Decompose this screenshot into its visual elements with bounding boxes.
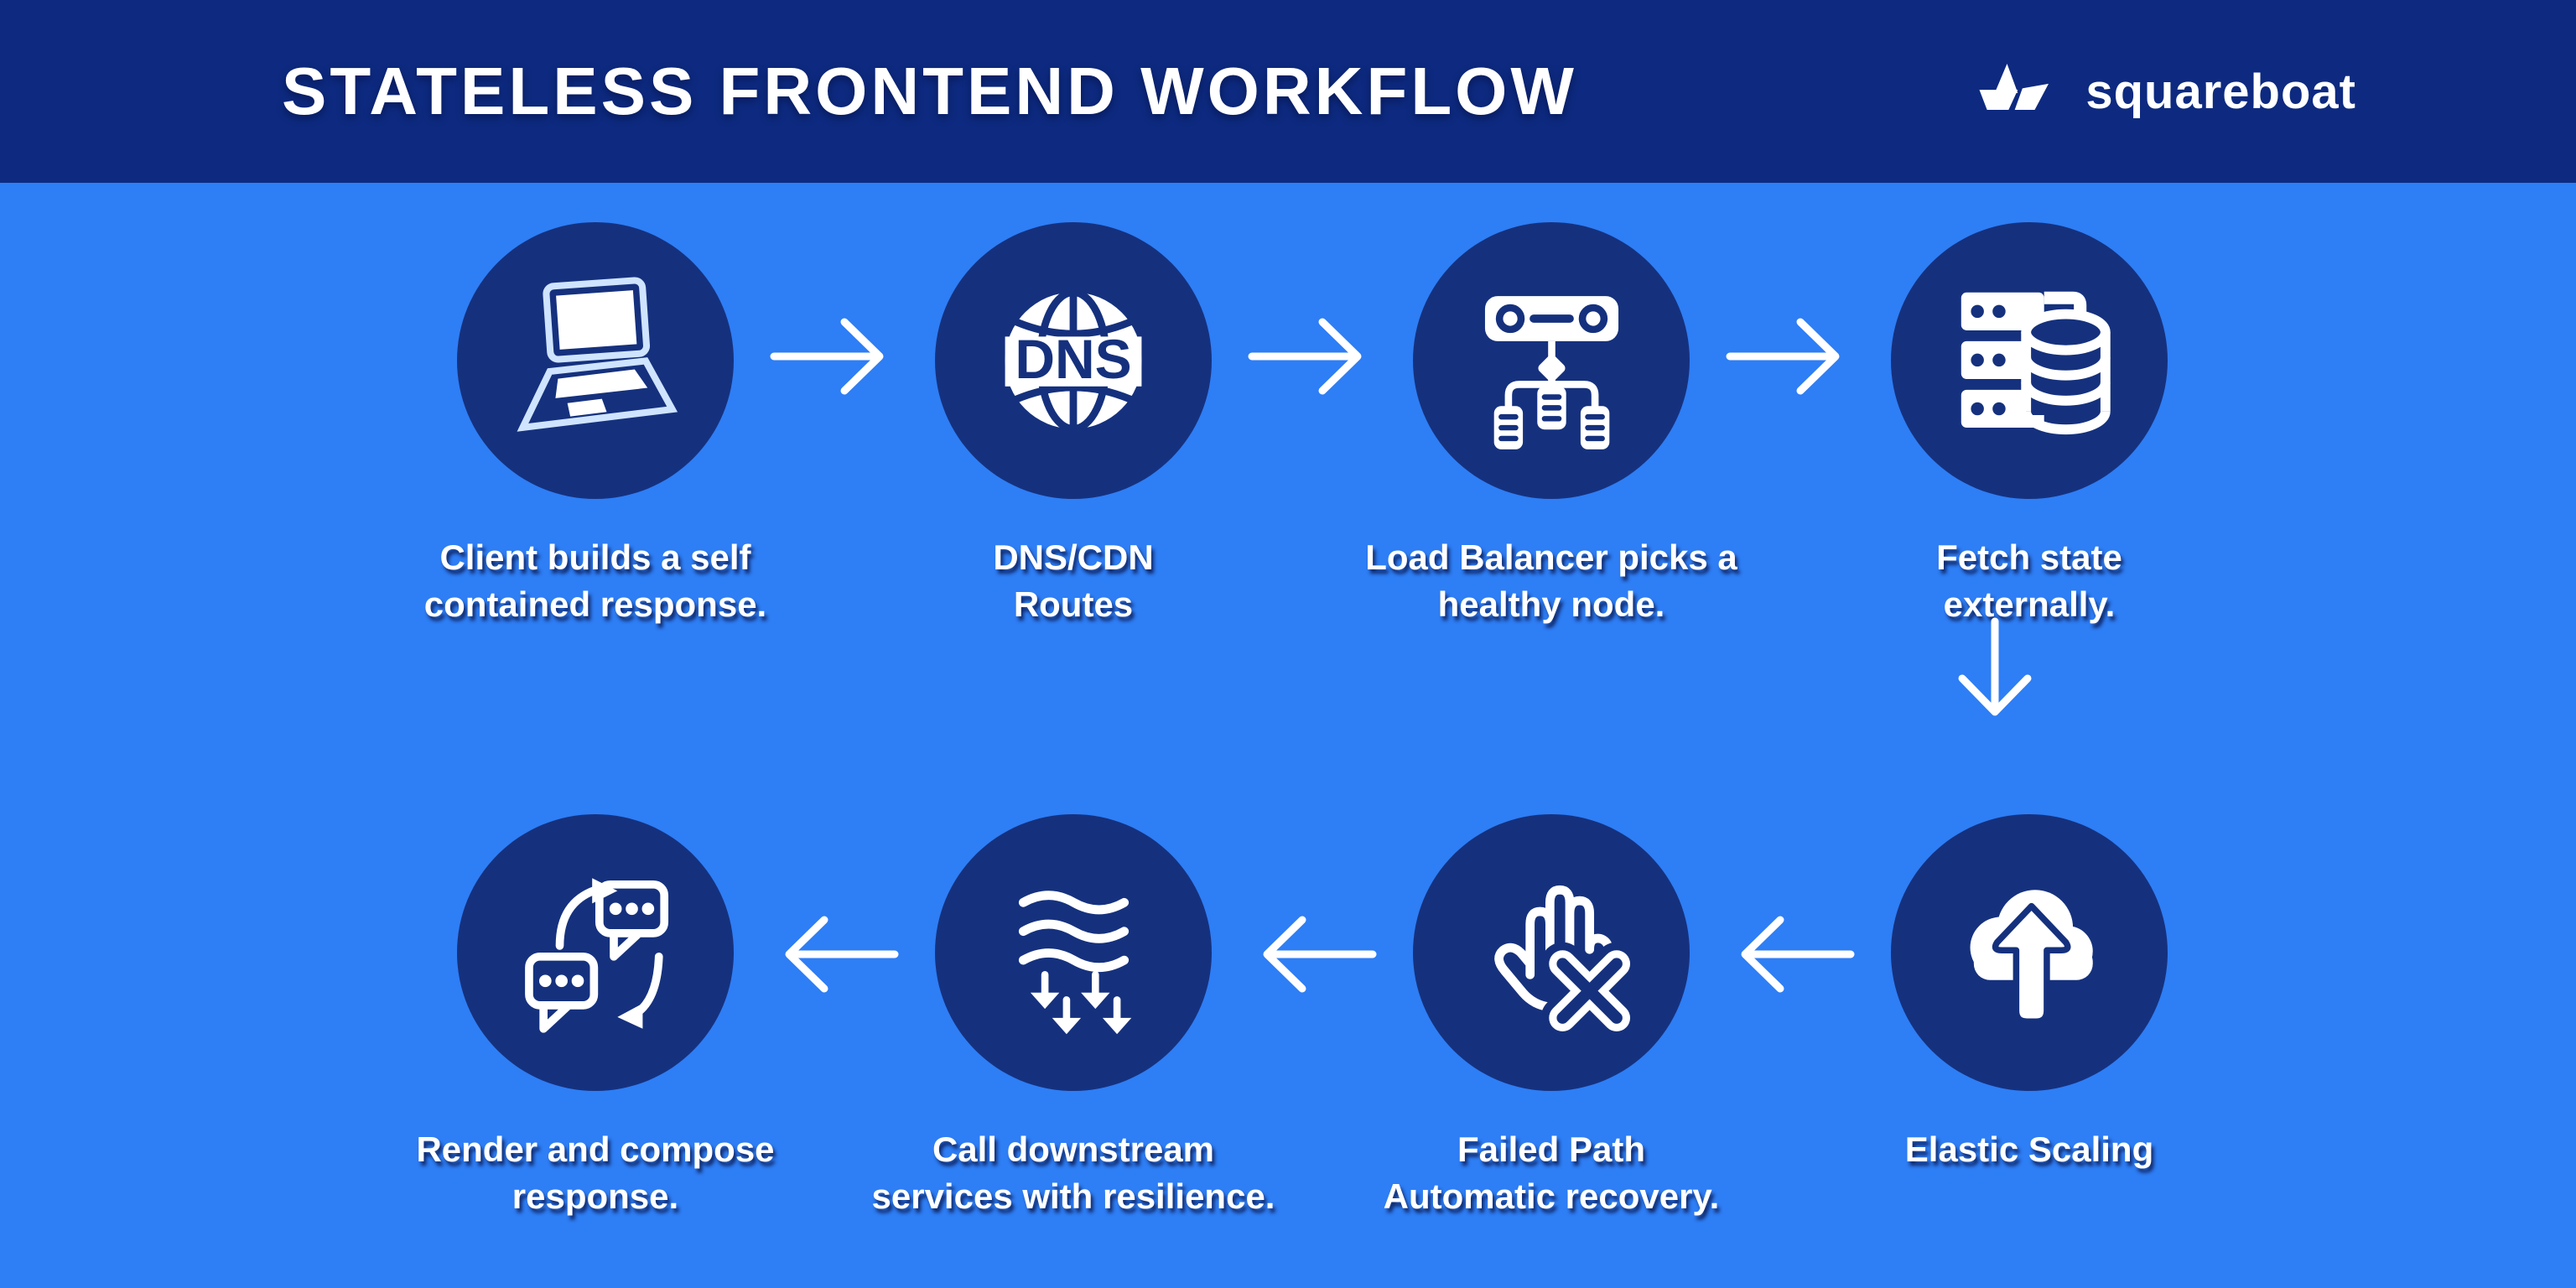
step-failed-path-circle — [1413, 814, 1690, 1091]
step-elastic-scaling-label: Elastic Scaling — [1904, 1130, 2154, 1169]
step-render-compose: Render and compose response. — [377, 814, 813, 1220]
brand-logo: squareboat — [1975, 0, 2356, 183]
step-elastic-scaling: Elastic Scaling — [1811, 814, 2247, 1173]
cloud-upload-icon — [1970, 889, 2093, 1025]
header-bar: STATELESS FRONTEND WORKFLOW squareboat — [0, 0, 2576, 183]
step-load-balancer-label: Load Balancer picks a healthy node. — [1365, 538, 1737, 624]
dns-globe-text: DNS — [1015, 328, 1131, 390]
step-render-compose-circle — [457, 814, 734, 1091]
dns-globe-icon: DNS — [1005, 288, 1142, 433]
step-client: Client builds a self contained response. — [377, 222, 813, 628]
step-fetch-state: Fetch state externally. — [1811, 222, 2247, 628]
laptop-icon — [517, 277, 678, 432]
waves-downstream-icon — [1018, 890, 1131, 1034]
step-render-compose-label: Render and compose response. — [416, 1130, 775, 1216]
step-failed-path: Failed Path Automatic recovery. — [1333, 814, 1769, 1220]
step-load-balancer: Load Balancer picks a healthy node. — [1333, 222, 1769, 628]
server-database-icon — [1961, 291, 2111, 434]
arrow-dns-to-loadbalancer — [1248, 318, 1362, 395]
arrow-calldownstream-to-rendercompose — [785, 916, 899, 993]
squareboat-boat-icon — [1979, 64, 2049, 110]
step-client-label: Client builds a self contained response. — [423, 538, 767, 624]
arrow-client-to-dns — [770, 318, 884, 395]
step-call-downstream-circle — [935, 814, 1212, 1091]
step-dns-cdn-circle: DNS — [935, 222, 1212, 499]
arrow-loadbalancer-to-fetchstate — [1726, 318, 1840, 395]
step-client-circle — [457, 222, 734, 499]
load-balancer-icon — [1484, 295, 1618, 449]
step-call-downstream-label: Call downstream services with resilience… — [871, 1130, 1275, 1216]
arrow-elasticscaling-to-failedpath — [1741, 916, 1855, 993]
brand-name: squareboat — [2085, 64, 2356, 119]
arrow-failedpath-to-calldownstream — [1263, 916, 1377, 993]
step-elastic-scaling-circle — [1891, 814, 2168, 1091]
chat-sync-icon — [524, 877, 668, 1033]
step-dns-cdn: DNS DNS/CDN Routes — [855, 222, 1291, 628]
step-load-balancer-circle — [1413, 222, 1690, 499]
hand-block-icon — [1493, 885, 1639, 1040]
step-fetch-state-label: Fetch state externally. — [1936, 538, 2122, 624]
step-fetch-state-circle — [1891, 222, 2168, 499]
step-call-downstream: Call downstream services with resilience… — [855, 814, 1291, 1220]
step-dns-cdn-label: DNS/CDN Routes — [993, 538, 1154, 624]
page-title: STATELESS FRONTEND WORKFLOW — [282, 54, 1577, 128]
arrow-fetchstate-to-elasticscaling — [1958, 617, 2032, 716]
step-failed-path-label: Failed Path Automatic recovery. — [1383, 1130, 1720, 1216]
